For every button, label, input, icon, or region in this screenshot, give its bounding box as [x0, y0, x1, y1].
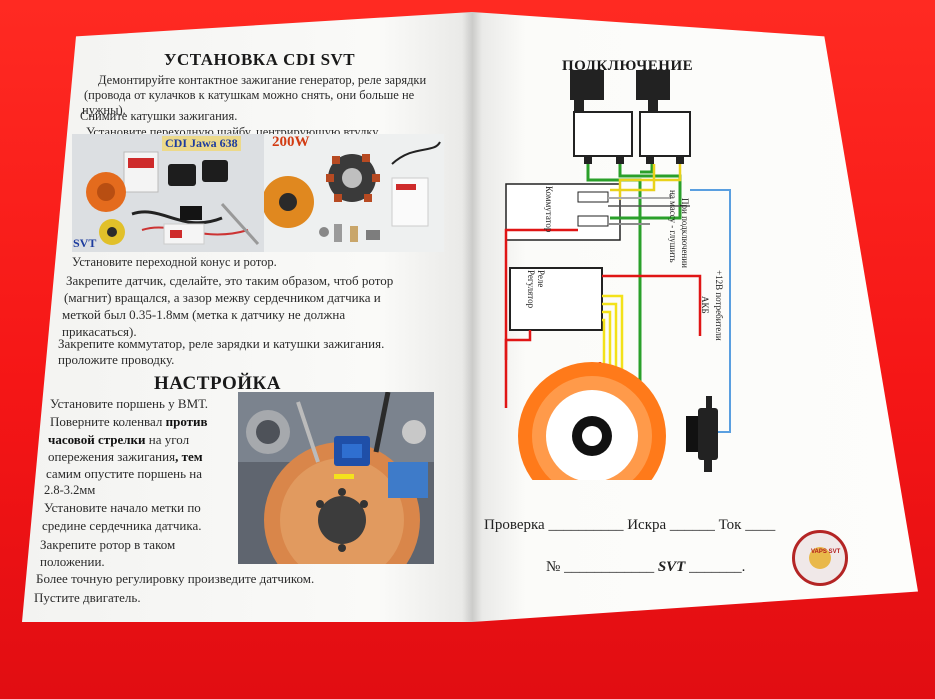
current-blank: ____ [745, 517, 776, 533]
install-line-7: Закрепите датчик, сделайте, это таким об… [66, 273, 394, 288]
wiring-diagram: Коммутатор Реле Регулятор При подключени… [470, 40, 830, 510]
setup-line-9: Закрепите ротор в таком [40, 537, 176, 552]
stator [518, 362, 666, 510]
cdi-kit-photo [72, 134, 264, 252]
setup-line-3: часовой стрелки на угол [48, 432, 190, 447]
setup-line-4: опережения зажигания, тем [48, 449, 203, 464]
power-note-line1: +12В потребители [714, 270, 724, 341]
spark-blank: ______ [669, 517, 715, 533]
spark-label: Искра [627, 517, 667, 533]
install-line-1: Демонтируйте контактное зажигание генера… [98, 73, 427, 87]
install-line-12: проложите проводку. [58, 352, 175, 367]
ignition-coil-right [636, 70, 691, 164]
ground-note-line1: При подключении [680, 198, 690, 268]
check-form-row: Проверка __________ Искра ______ Ток ___… [484, 517, 775, 534]
sensor [686, 396, 718, 472]
commutator-label: Коммутатор [544, 186, 554, 233]
regulator-box [509, 267, 603, 331]
logo-text: VAPS SVT [811, 549, 841, 555]
booklet [22, 12, 918, 622]
install-line-2: (провода от кулачков к катушкам можно сн… [84, 88, 415, 102]
setup-line-11: Более точную регулировку произведите дат… [36, 571, 315, 586]
ignition-coil-left [570, 70, 633, 164]
svt-form-label: SVT [657, 559, 686, 575]
install-title: УСТАНОВКА CDI SVT [164, 50, 356, 69]
setup-line-10: положении. [40, 554, 105, 569]
install-line-10: прикасаться). [62, 324, 137, 339]
install-line-11: Закрепите коммутатор, реле зарядки и кат… [58, 336, 385, 351]
svt-photo-label: SVT [73, 236, 97, 250]
setup-line-2: Поверните коленвал против [50, 414, 208, 429]
setup-line-5: самим опустите поршень на [46, 466, 203, 481]
logo-core-icon [809, 547, 831, 569]
stator-kit-photo [262, 134, 444, 252]
check-label: Проверка [484, 517, 545, 533]
install-line-6: Установите переходной конус и ротор. [72, 255, 277, 269]
cdi-label: CDI Jawa 638 [162, 136, 241, 151]
number-blank: ____________ [564, 559, 655, 575]
svt-blank: _______. [689, 559, 746, 575]
regulator-label: Реле Регулятор [526, 270, 546, 309]
current-label: Ток [718, 517, 742, 533]
setup-line-12: Пустите двигатель. [34, 590, 141, 605]
install-line-9: меткой был 0.35-1.8мм (метка к датчику н… [62, 307, 346, 322]
booklet-spine [462, 12, 482, 622]
engine-rotor-photo [238, 392, 434, 564]
install-line-4: Снимите катушки зажигания. [80, 109, 238, 123]
power-label: 200W [272, 134, 310, 150]
check-blank: __________ [548, 517, 624, 533]
setup-title: НАСТРОЙКА [154, 373, 281, 394]
install-line-3: нужны). [82, 103, 126, 117]
number-form-row: № ____________ SVT _______. [546, 559, 745, 576]
install-line-8: (магнит) вращался, а зазор межву сердечн… [64, 290, 381, 305]
power-note-line2: АКБ [700, 296, 710, 314]
setup-line-8: средине сердечника датчика. [42, 518, 202, 533]
vaps-logo: VAPS SVT [792, 530, 848, 586]
ground-note-line2: на массу - глушить [668, 190, 678, 263]
setup-line-6: 2.8-3.2мм [44, 483, 96, 497]
setup-line-7: Установите начало метки по [44, 500, 201, 515]
setup-line-1: Установите поршень у ВМТ. [50, 396, 209, 411]
number-label: № [546, 559, 561, 575]
